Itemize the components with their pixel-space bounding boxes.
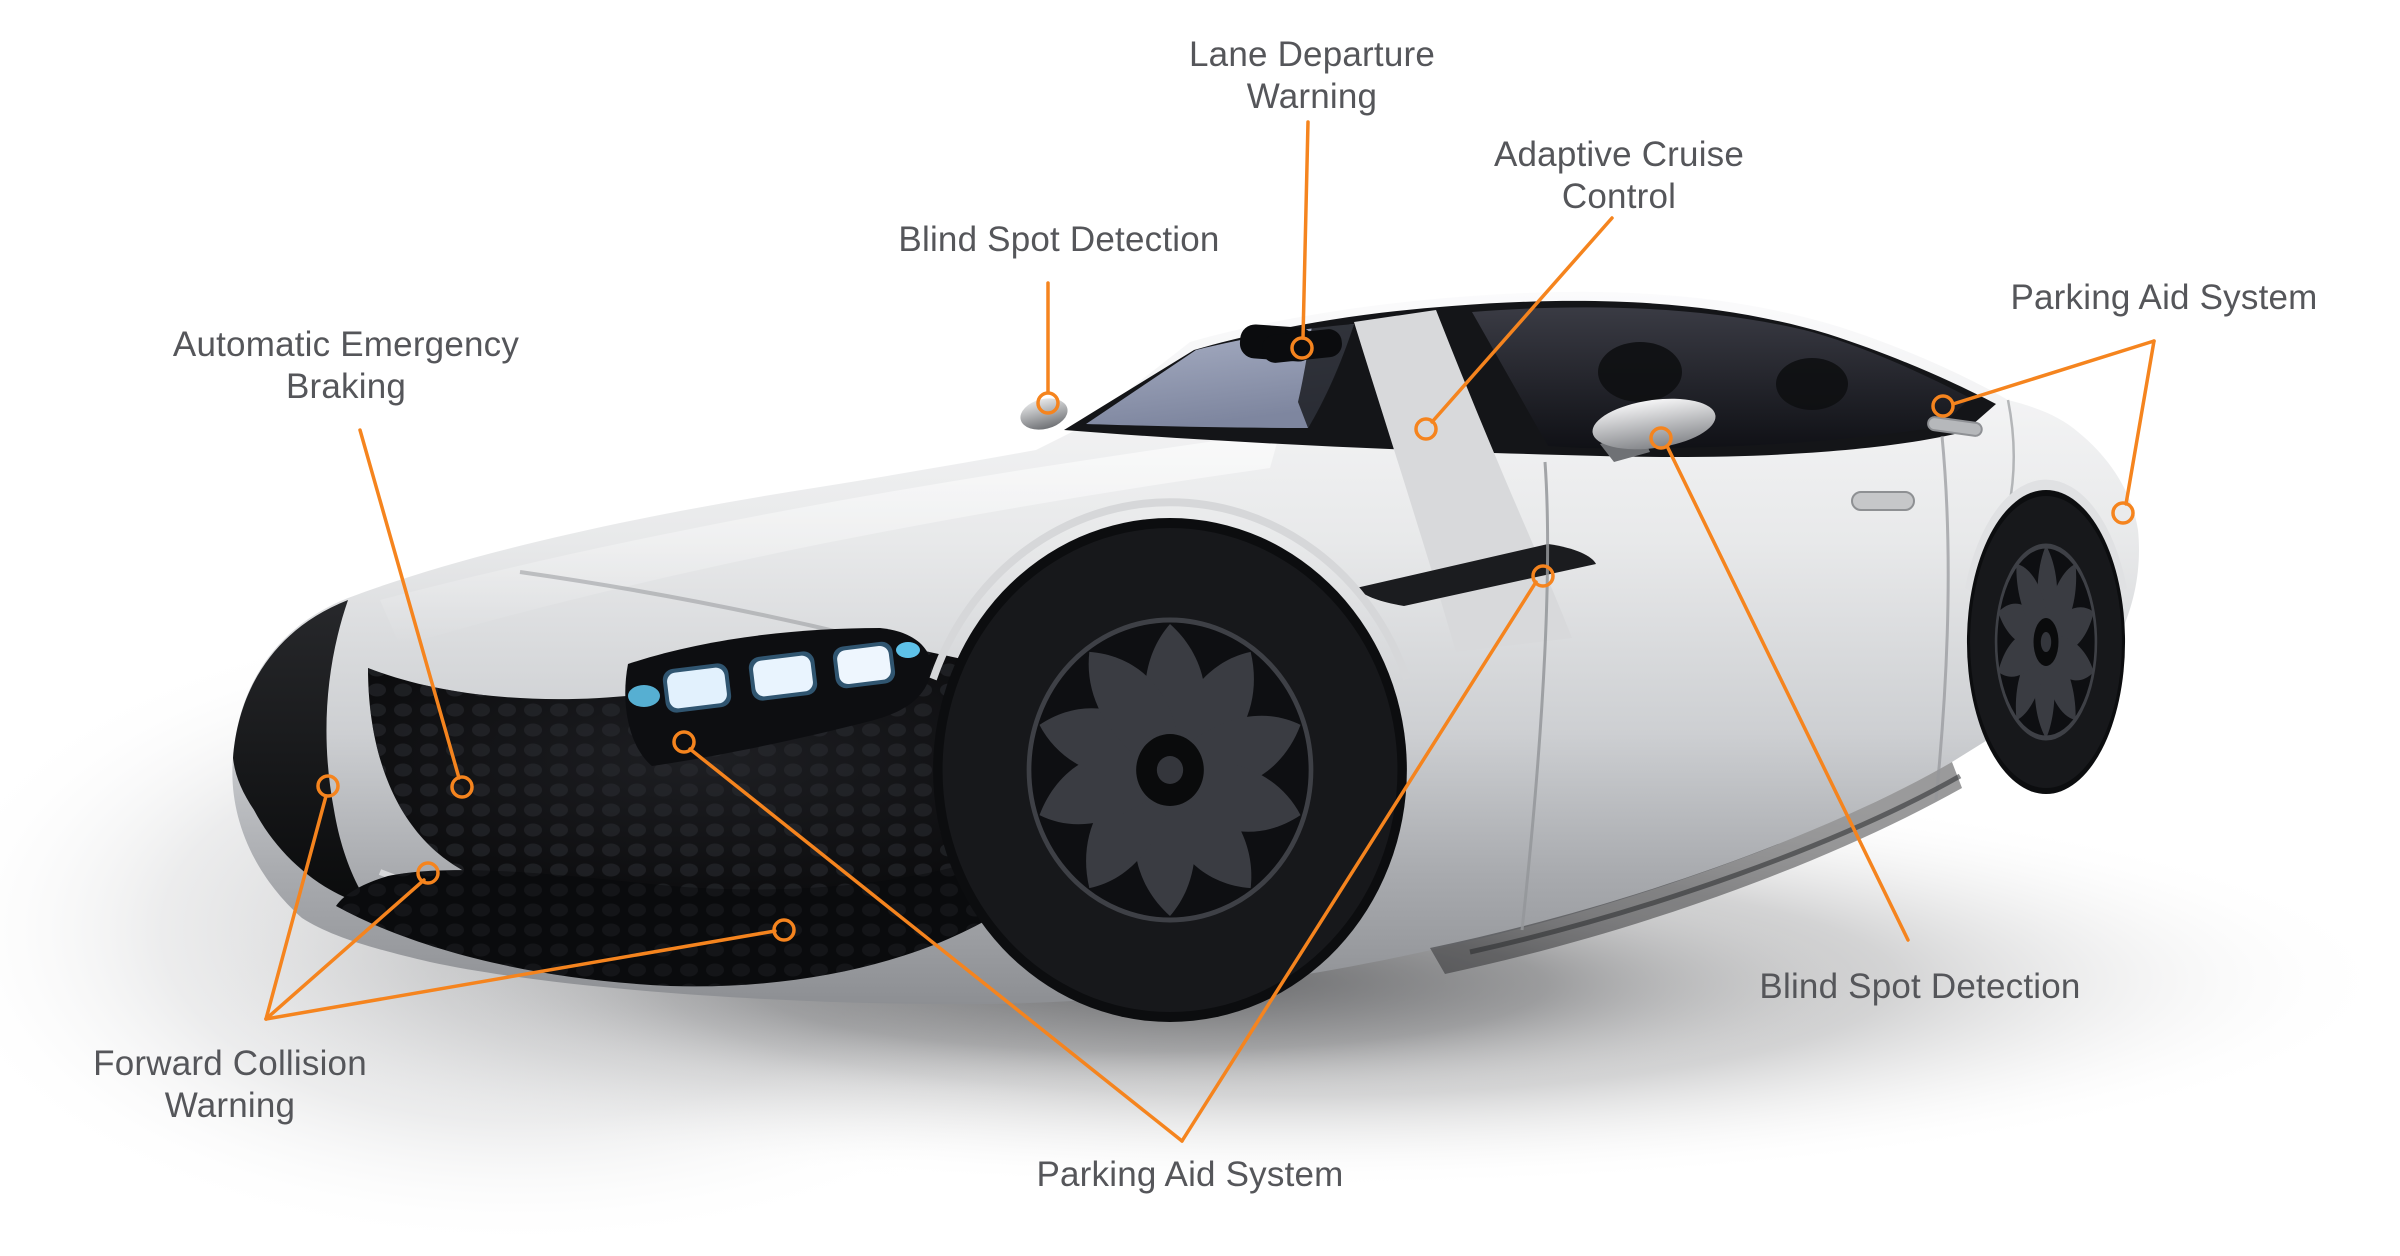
label-line: Parking Aid System	[1036, 1155, 1344, 1194]
blind-spot-detection-front-label: Blind Spot Detection	[898, 219, 1219, 261]
rear-door-seam	[1934, 435, 1950, 801]
label-line: Parking Aid System	[2010, 278, 2318, 317]
blind-spot-detection-side-label: Blind Spot Detection	[1759, 966, 2080, 1008]
side-glass	[1472, 307, 1970, 449]
side-mirror	[1592, 398, 1716, 450]
headrest-left	[1598, 342, 1682, 402]
label-line: Control	[1561, 177, 1677, 216]
label-line: Blind Spot Detection	[1759, 967, 2081, 1006]
label-line: Automatic Emergency	[172, 325, 520, 364]
blind-spot-pod	[1020, 398, 1068, 430]
parking-aid-system-rear-label: Parking Aid System	[2010, 277, 2317, 319]
rocker-shadow	[1430, 762, 1962, 974]
rear-wheel	[1965, 479, 2127, 794]
label-line: Warning	[164, 1086, 296, 1125]
label-line: Warning	[1246, 77, 1378, 116]
drl-glow-left	[628, 685, 660, 707]
headlight-elements	[662, 641, 920, 713]
label-line: Blind Spot Detection	[898, 220, 1220, 259]
door-handle	[1851, 491, 1915, 511]
label-line: Lane Departure	[1188, 35, 1436, 74]
parking-aid-system-front-label: Parking Aid System	[1036, 1154, 1343, 1196]
hood-sheen	[380, 432, 1280, 646]
label-line: Forward Collision	[93, 1044, 367, 1083]
label-line: Adaptive Cruise	[1493, 135, 1745, 174]
deck-vent	[1927, 416, 1983, 437]
headrest-right	[1776, 358, 1848, 410]
label-line: Braking	[285, 367, 407, 406]
